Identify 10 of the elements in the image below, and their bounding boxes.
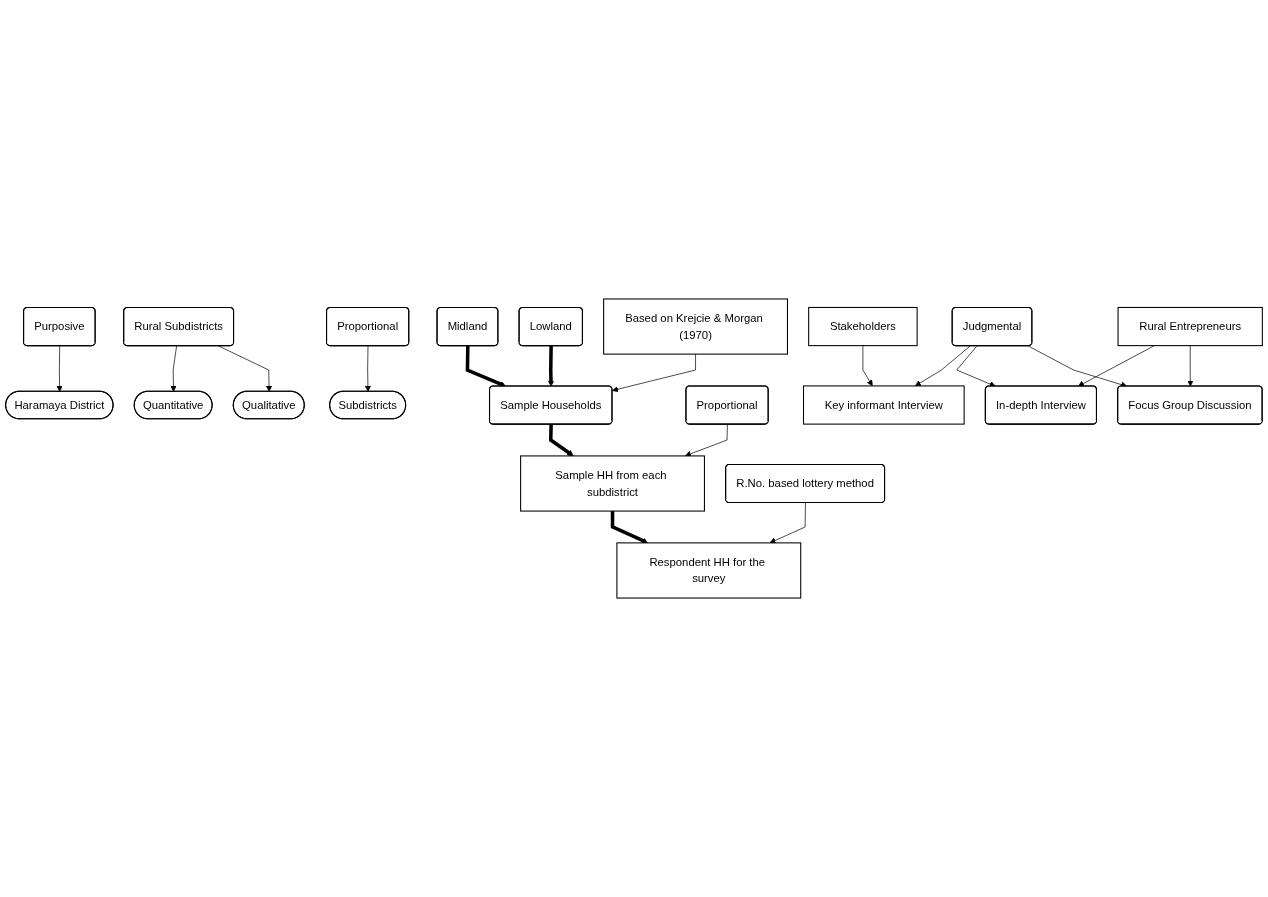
arrow: [547, 345, 555, 387]
node-box: Sample HH from each subdistrict: [520, 455, 705, 512]
node-box: Rural Entrepreneurs: [1117, 306, 1263, 347]
arrow: [465, 345, 506, 387]
arrow: [610, 511, 649, 544]
node-box: Based on Krejcie & Morgan (1970): [603, 298, 788, 355]
node-box: Stakeholders: [808, 306, 918, 347]
node-box: Respondent HH for the survey: [616, 542, 802, 599]
node-box: Key informant Interview: [802, 385, 965, 425]
arrow: [548, 424, 574, 457]
